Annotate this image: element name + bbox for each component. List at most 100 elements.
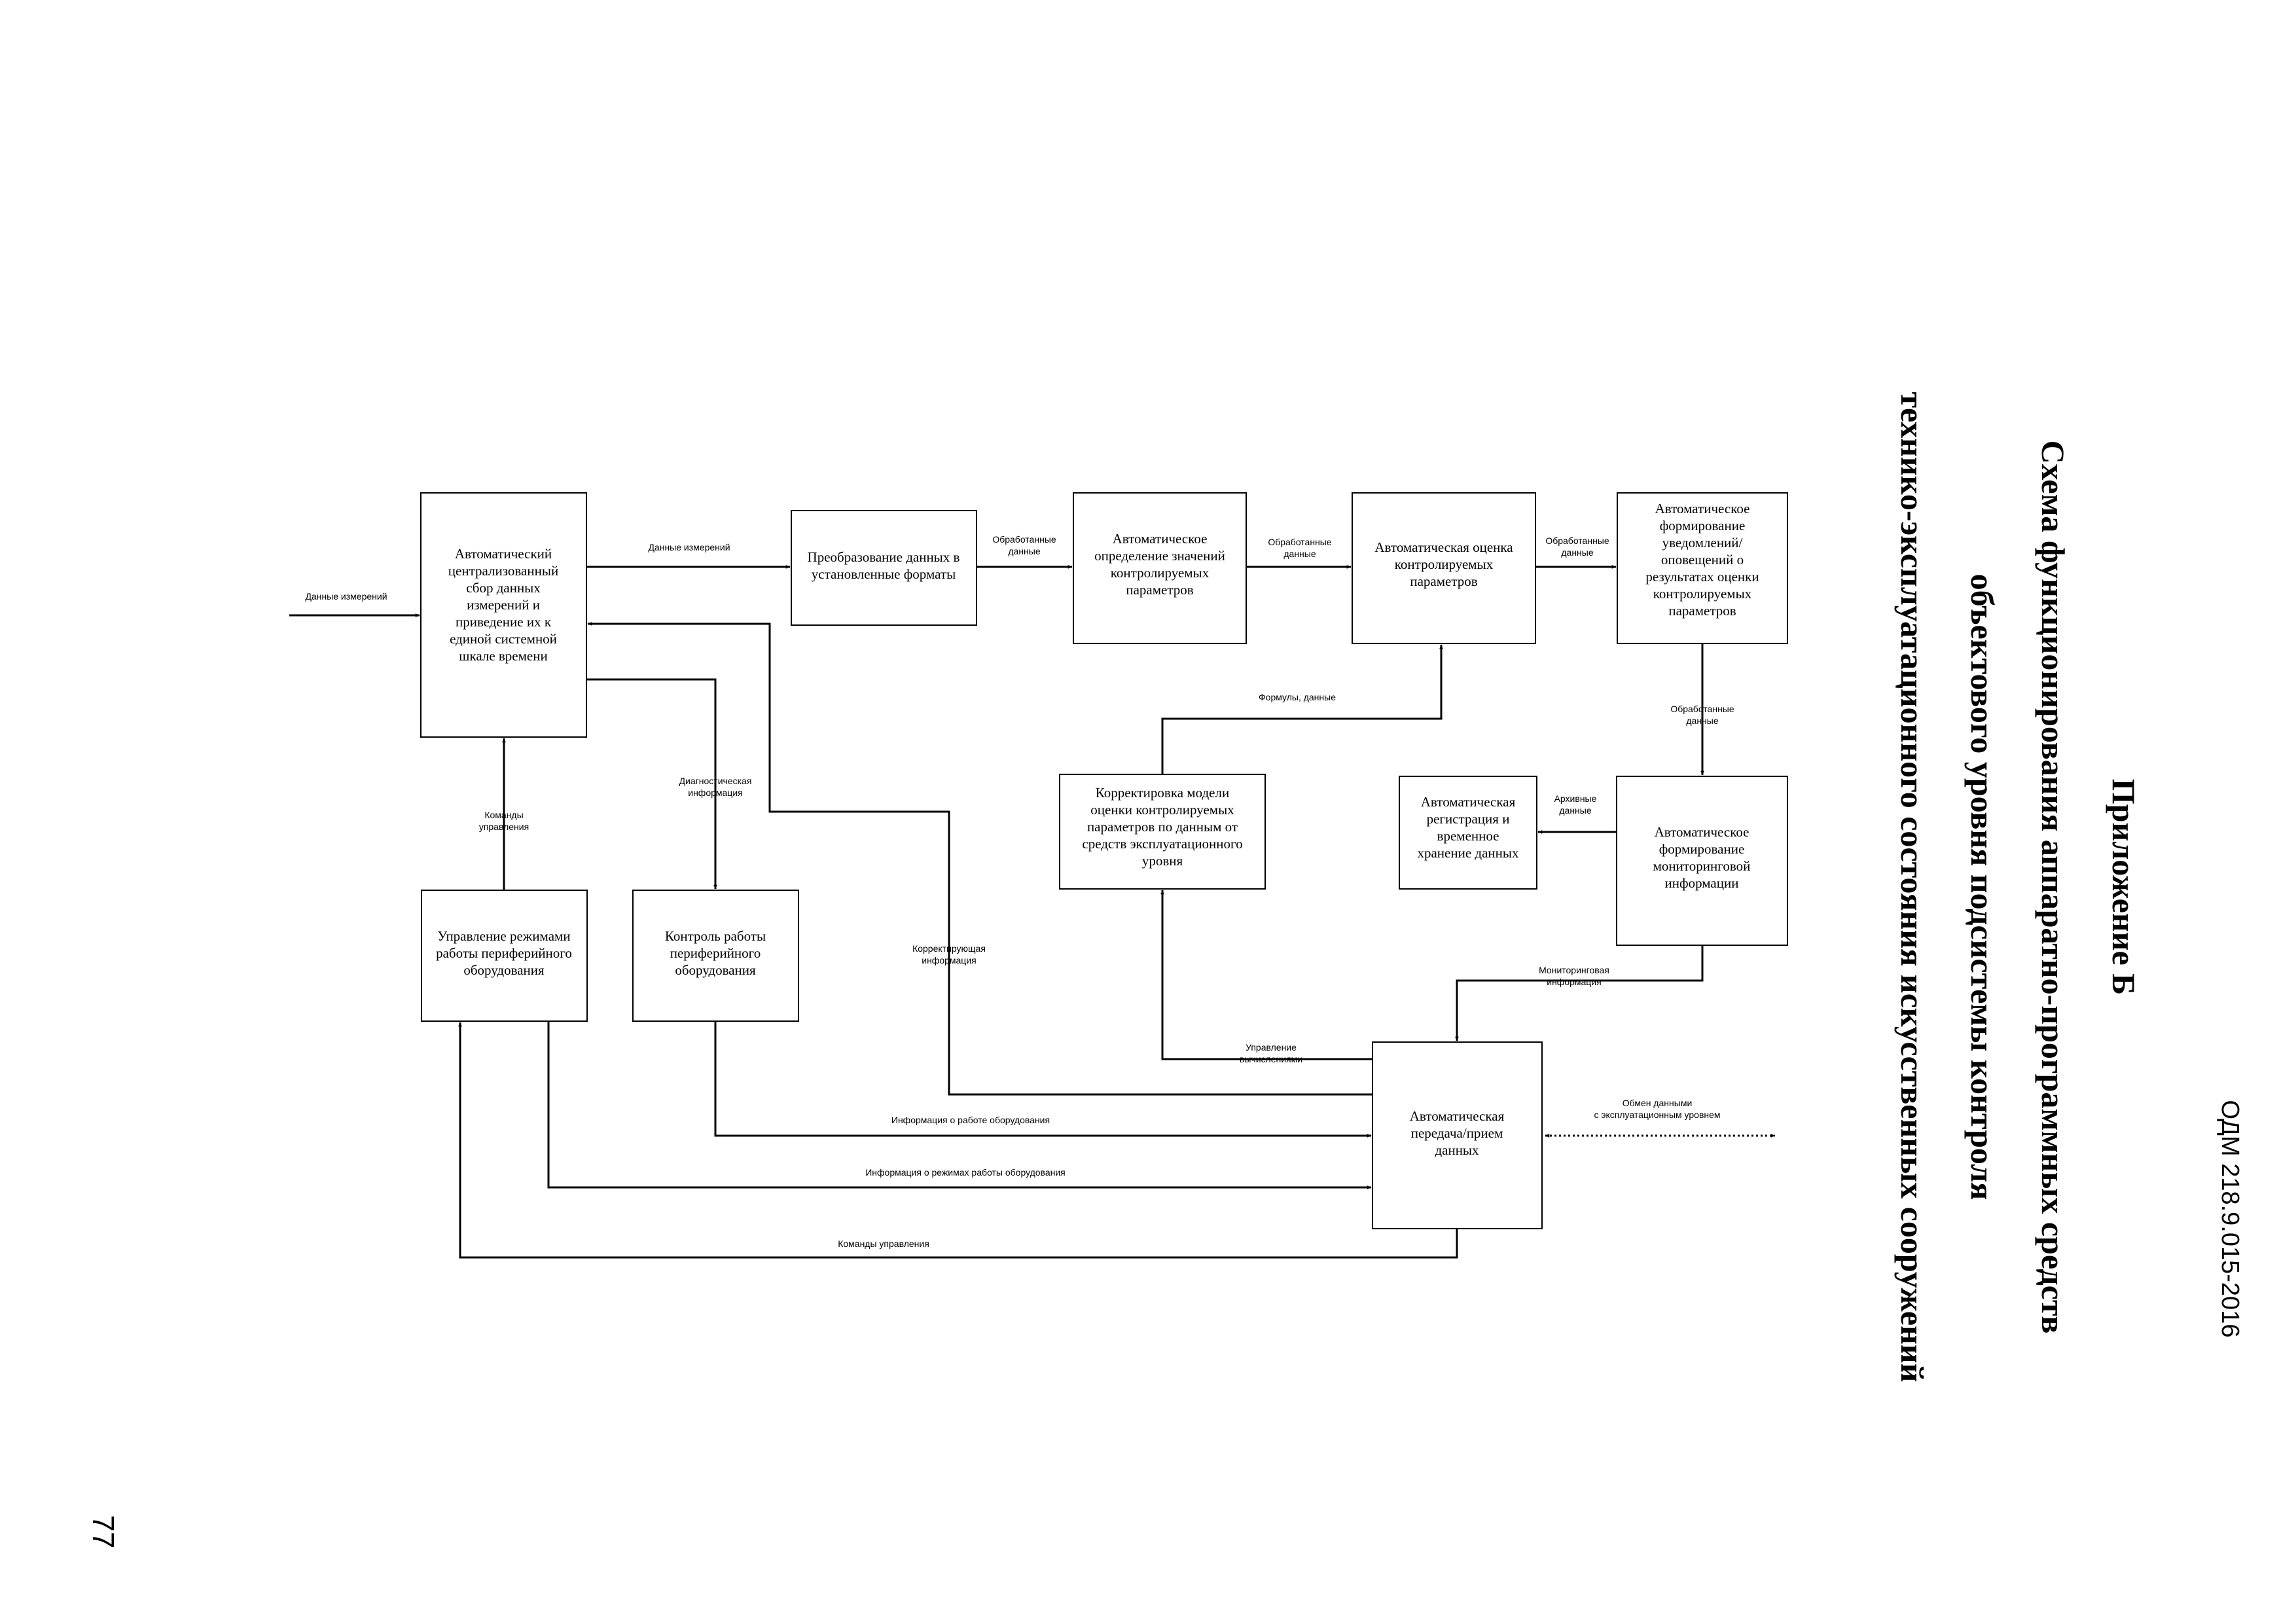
text-line: параметров <box>1668 603 1736 619</box>
arrow-commands-bottom <box>458 1022 1458 1259</box>
text-line: управления <box>479 821 529 832</box>
text-line: оповещений о <box>1661 552 1744 568</box>
text-line: данных <box>1435 1142 1479 1158</box>
text-line: периферийного <box>670 945 761 961</box>
label-monitoring-info: Мониторинговая информация <box>1539 965 1609 987</box>
text-line: вычислениями <box>1240 1054 1302 1064</box>
text-line: средств эксплуатационного <box>1082 836 1242 852</box>
text-line: с эксплуатационным уровнем <box>1594 1110 1720 1120</box>
block-control <box>632 890 799 1022</box>
block-modes <box>421 890 588 1022</box>
heading-line-2: объектового уровня подсистемы контроля <box>1964 574 2001 1200</box>
text-line: параметров <box>1410 573 1477 589</box>
text-line: информация <box>688 787 742 798</box>
text-line: данные <box>1008 546 1040 556</box>
page-number: 77 <box>86 1515 120 1548</box>
label-exchange: Обмен данными с эксплуатационным уровнем <box>1594 1098 1720 1120</box>
text-line: результатах оценки <box>1645 569 1759 585</box>
text-line: параметров <box>1126 582 1193 598</box>
text-line: регистрация и <box>1427 811 1510 827</box>
text-line: формирование <box>1659 841 1745 857</box>
text-line: централизованный <box>448 563 558 579</box>
text-line: приведение их к <box>456 614 552 630</box>
text-line: оборудования <box>463 962 545 978</box>
text-line: контролируемых <box>1111 565 1210 581</box>
text-line: Автоматическая <box>1421 794 1516 810</box>
arrow-monitoring-info <box>1455 945 1704 1041</box>
arrow-formulas <box>1161 644 1443 774</box>
text-line: Автоматическое <box>1655 501 1750 516</box>
text-line: Обработанные <box>1670 704 1734 714</box>
text-line: Управление режимами <box>437 928 570 944</box>
text-line: мониторинговой <box>1653 858 1751 874</box>
text-line: Преобразование данных в <box>808 549 960 565</box>
appendix-title: Приложение Б <box>2106 779 2142 995</box>
block-notify <box>1617 492 1788 644</box>
text-line: информация <box>1547 977 1601 987</box>
text-line: данные <box>1686 715 1718 726</box>
block-determine <box>1073 492 1247 644</box>
arrow-compute-control <box>1160 890 1372 1060</box>
text-line: Архивные <box>1554 793 1597 804</box>
text-line: данные <box>1559 805 1591 816</box>
text-line: определение значений <box>1094 548 1225 564</box>
text-line: данные <box>1283 549 1316 559</box>
text-line: Обмен данными <box>1623 1098 1693 1108</box>
text-line: контролируемых <box>1653 586 1752 602</box>
text-line: информации <box>1665 875 1739 891</box>
text-line: сбор данных <box>466 580 541 596</box>
label-determine-to-evaluate: Обработанные данные <box>1268 537 1332 559</box>
text-line: Автоматический <box>455 546 552 562</box>
text-line: шкале времени <box>459 648 547 664</box>
label-collect-to-convert: Данные измерений <box>648 542 730 552</box>
text-line: установленные форматы <box>812 566 956 582</box>
text-line: Корректирующая <box>912 943 986 954</box>
text-line: оценки контролируемых <box>1090 802 1234 818</box>
text-line: Автоматическое <box>1113 531 1208 547</box>
label-modes-info: Информация о режимах работы оборудования <box>865 1167 1066 1178</box>
text-line: Автоматическая оценка <box>1374 539 1513 555</box>
text-line: Управление <box>1246 1042 1297 1053</box>
arrow-corrective <box>587 622 1372 1096</box>
text-line: хранение данных <box>1417 845 1519 861</box>
label-input: Данные измерений <box>305 591 387 602</box>
text-line: Обработанные <box>1268 537 1332 547</box>
text-line: оборудования <box>675 962 756 978</box>
text-line: параметров по данным от <box>1087 819 1238 835</box>
text-line: данные <box>1561 547 1593 558</box>
document-code: ОДМ 218.9.015-2016 <box>2216 1100 2244 1338</box>
text-line: Команды <box>484 810 523 820</box>
text-line: временное <box>1437 828 1499 844</box>
text-line: уровня <box>1142 853 1183 869</box>
text-line: контролируемых <box>1395 556 1494 572</box>
text-line: Мониторинговая <box>1539 965 1609 975</box>
text-line: измерений и <box>467 597 540 613</box>
text-line: уведомлений/ <box>1662 535 1743 550</box>
label-formulas: Формулы, данные <box>1259 692 1336 702</box>
label-equipment-info: Информация о работе оборудования <box>891 1115 1050 1125</box>
text-line: единой системной <box>450 631 557 647</box>
block-correct <box>1059 774 1266 890</box>
text-line: информация <box>922 955 976 965</box>
text-line: Диагностическая <box>679 776 752 786</box>
heading-line-3: технико-эксплуатационного состояния иску… <box>1894 391 1931 1382</box>
text-line: передача/прием <box>1411 1125 1503 1141</box>
